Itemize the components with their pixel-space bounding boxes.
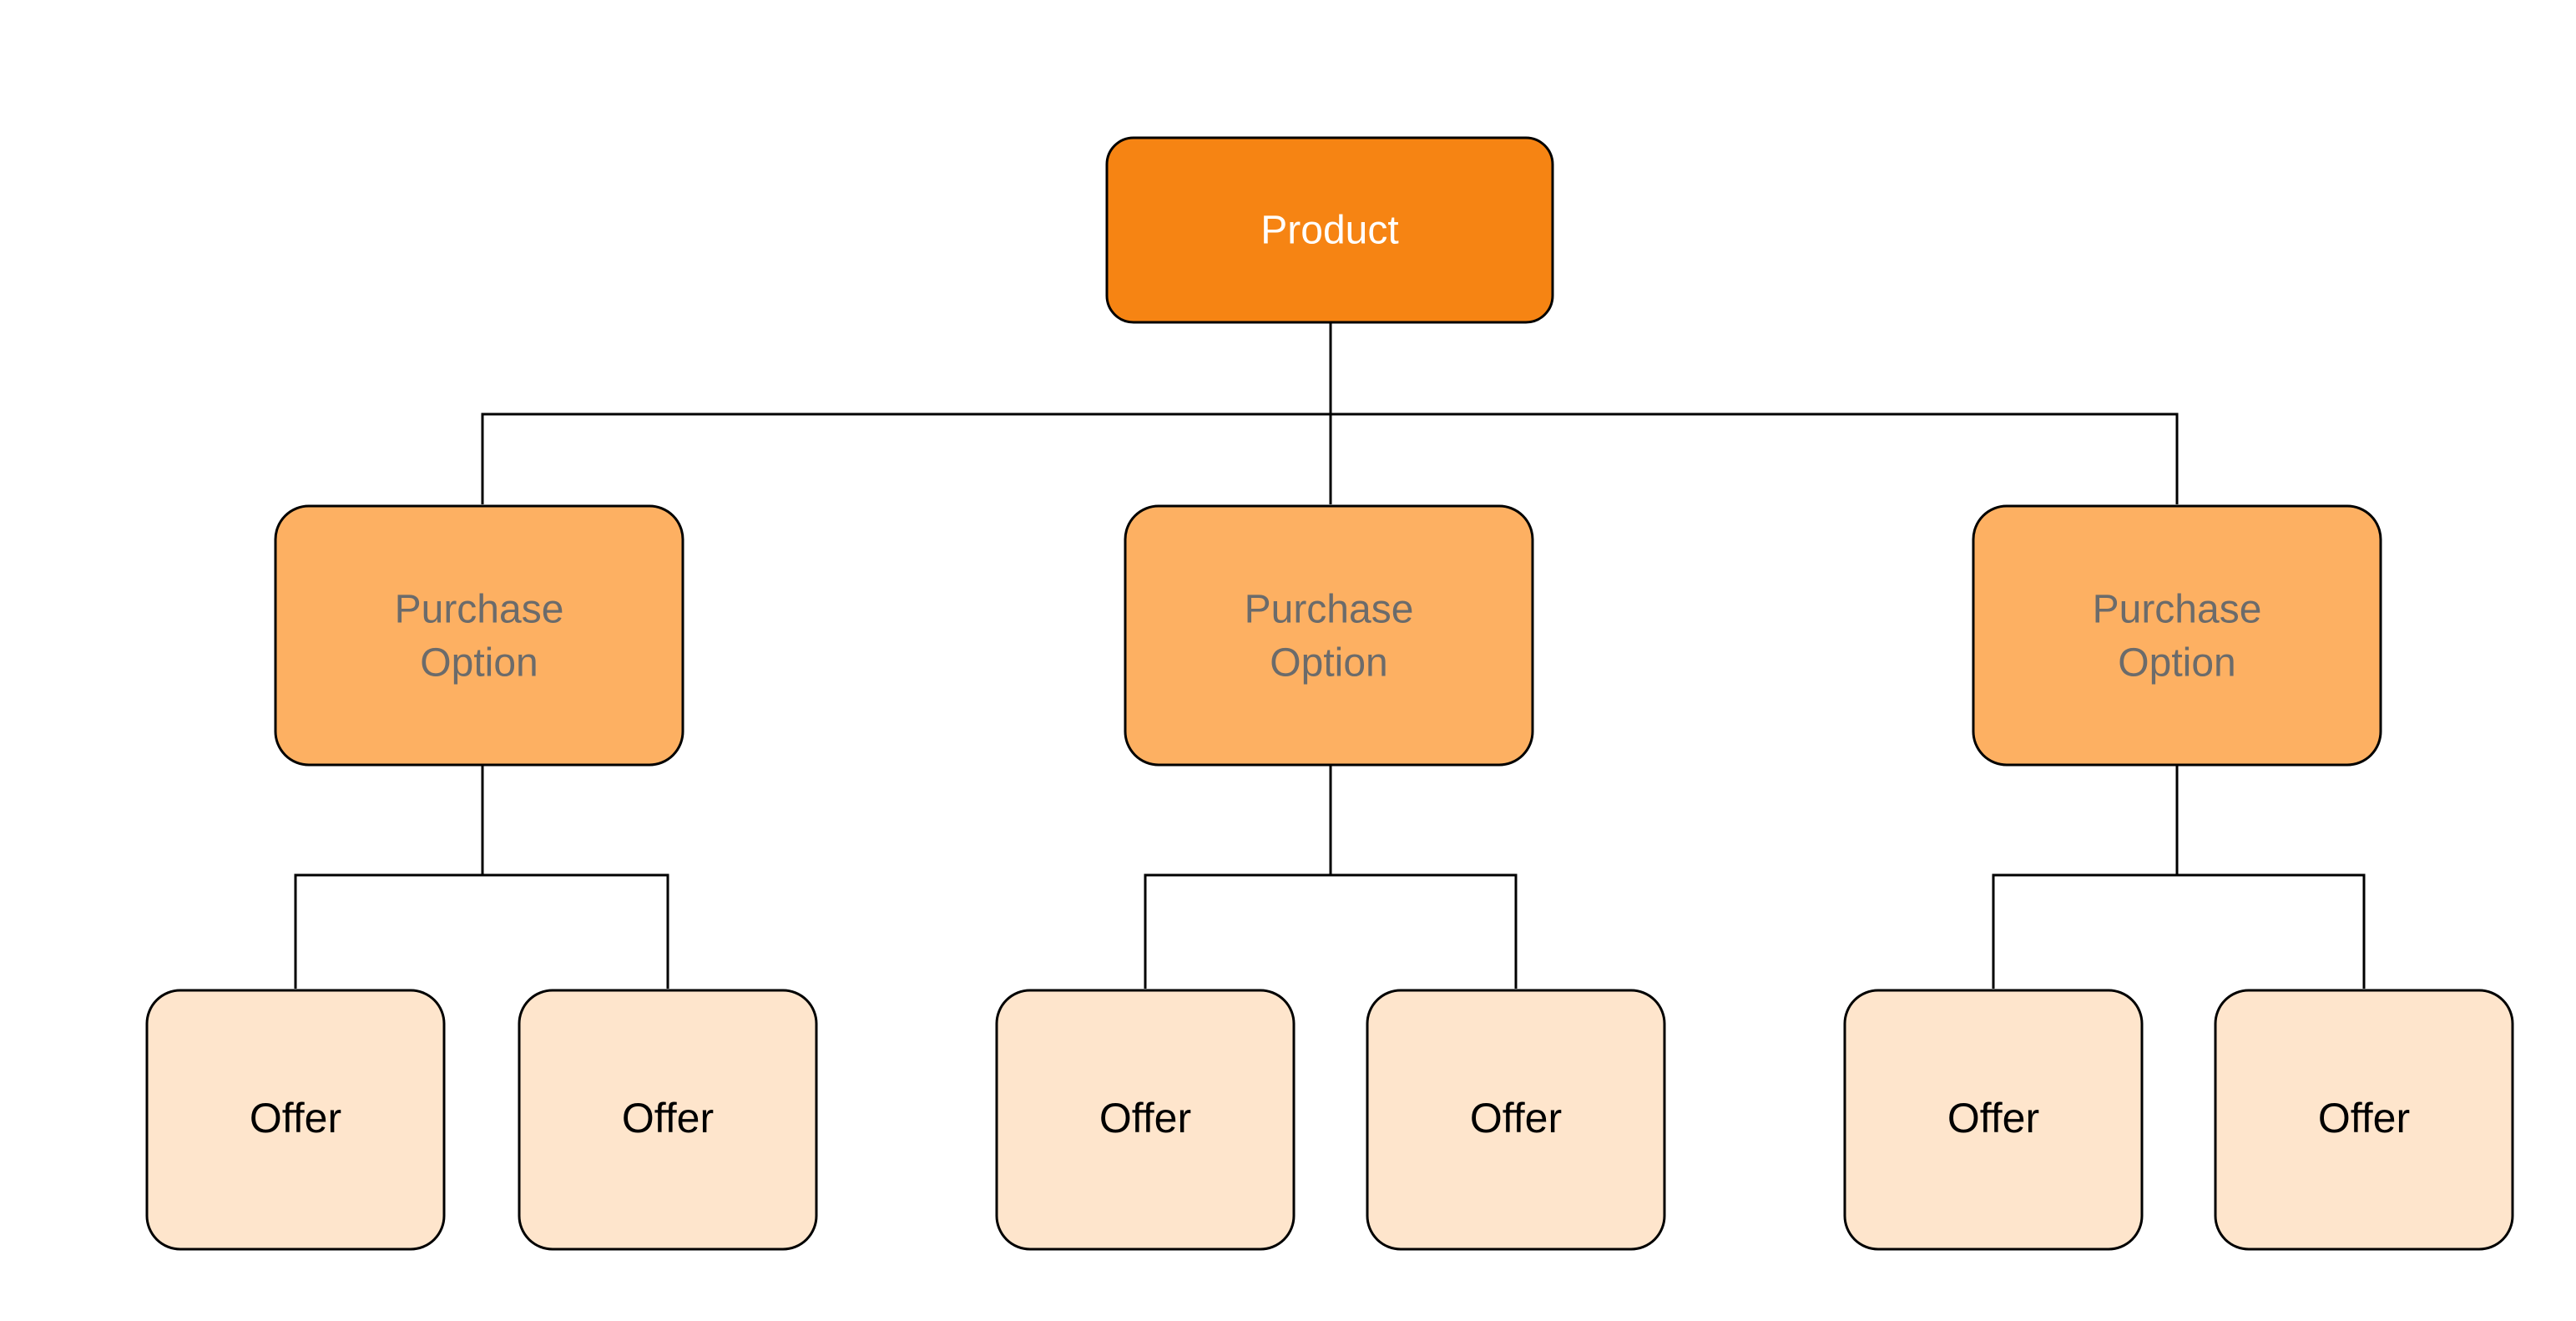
connector-option3-to-offers [1992,765,2366,989]
purchase-option-node-label-line2: Option [420,641,538,686]
offer-node[interactable]: Offer [518,989,818,1251]
offer-node-box [518,989,818,1251]
offer-node-label: Offer [1099,1095,1191,1141]
offer-node-box [145,989,446,1251]
offer-node-label: Offer [1470,1095,1562,1141]
offer-node[interactable]: Offer [1843,989,2144,1251]
offer-node-label: Offer [250,1095,341,1141]
connector-root-to-options [481,322,2179,504]
offer-node-box [995,989,1296,1251]
purchase-option-node-box [1124,504,1534,767]
product-node[interactable]: Product [1105,136,1554,324]
purchase-option-node-label-line2: Option [1270,641,1387,686]
connector-option2-to-offers [1144,765,1518,989]
purchase-option-node-label-line1: Purchase [395,588,564,632]
offer-node-box [1843,989,2144,1251]
purchase-option-node-box [1972,504,2382,767]
purchase-option-node-label-line1: Purchase [2093,588,2262,632]
purchase-option-node[interactable]: Purchase Option [274,504,684,767]
connector-option1-to-offers [294,765,669,989]
offer-node-box [1366,989,1666,1251]
purchase-option-node-label-line1: Purchase [1245,588,1414,632]
offer-node-label: Offer [2318,1095,2410,1141]
connectors [294,322,2366,989]
offer-node-box [2214,989,2514,1251]
offer-node-label: Offer [1947,1095,2039,1141]
offer-node[interactable]: Offer [1366,989,1666,1251]
purchase-option-node[interactable]: Purchase Option [1972,504,2382,767]
purchase-option-node-label-line2: Option [2118,641,2235,686]
offer-node-label: Offer [622,1095,714,1141]
offer-node[interactable]: Offer [145,989,446,1251]
product-node-box [1105,136,1554,324]
purchase-option-node-box [274,504,684,767]
offer-node[interactable]: Offer [2214,989,2514,1251]
offer-node[interactable]: Offer [995,989,1296,1251]
product-node-label: Product [1260,209,1398,253]
purchase-option-node[interactable]: Purchase Option [1124,504,1534,767]
